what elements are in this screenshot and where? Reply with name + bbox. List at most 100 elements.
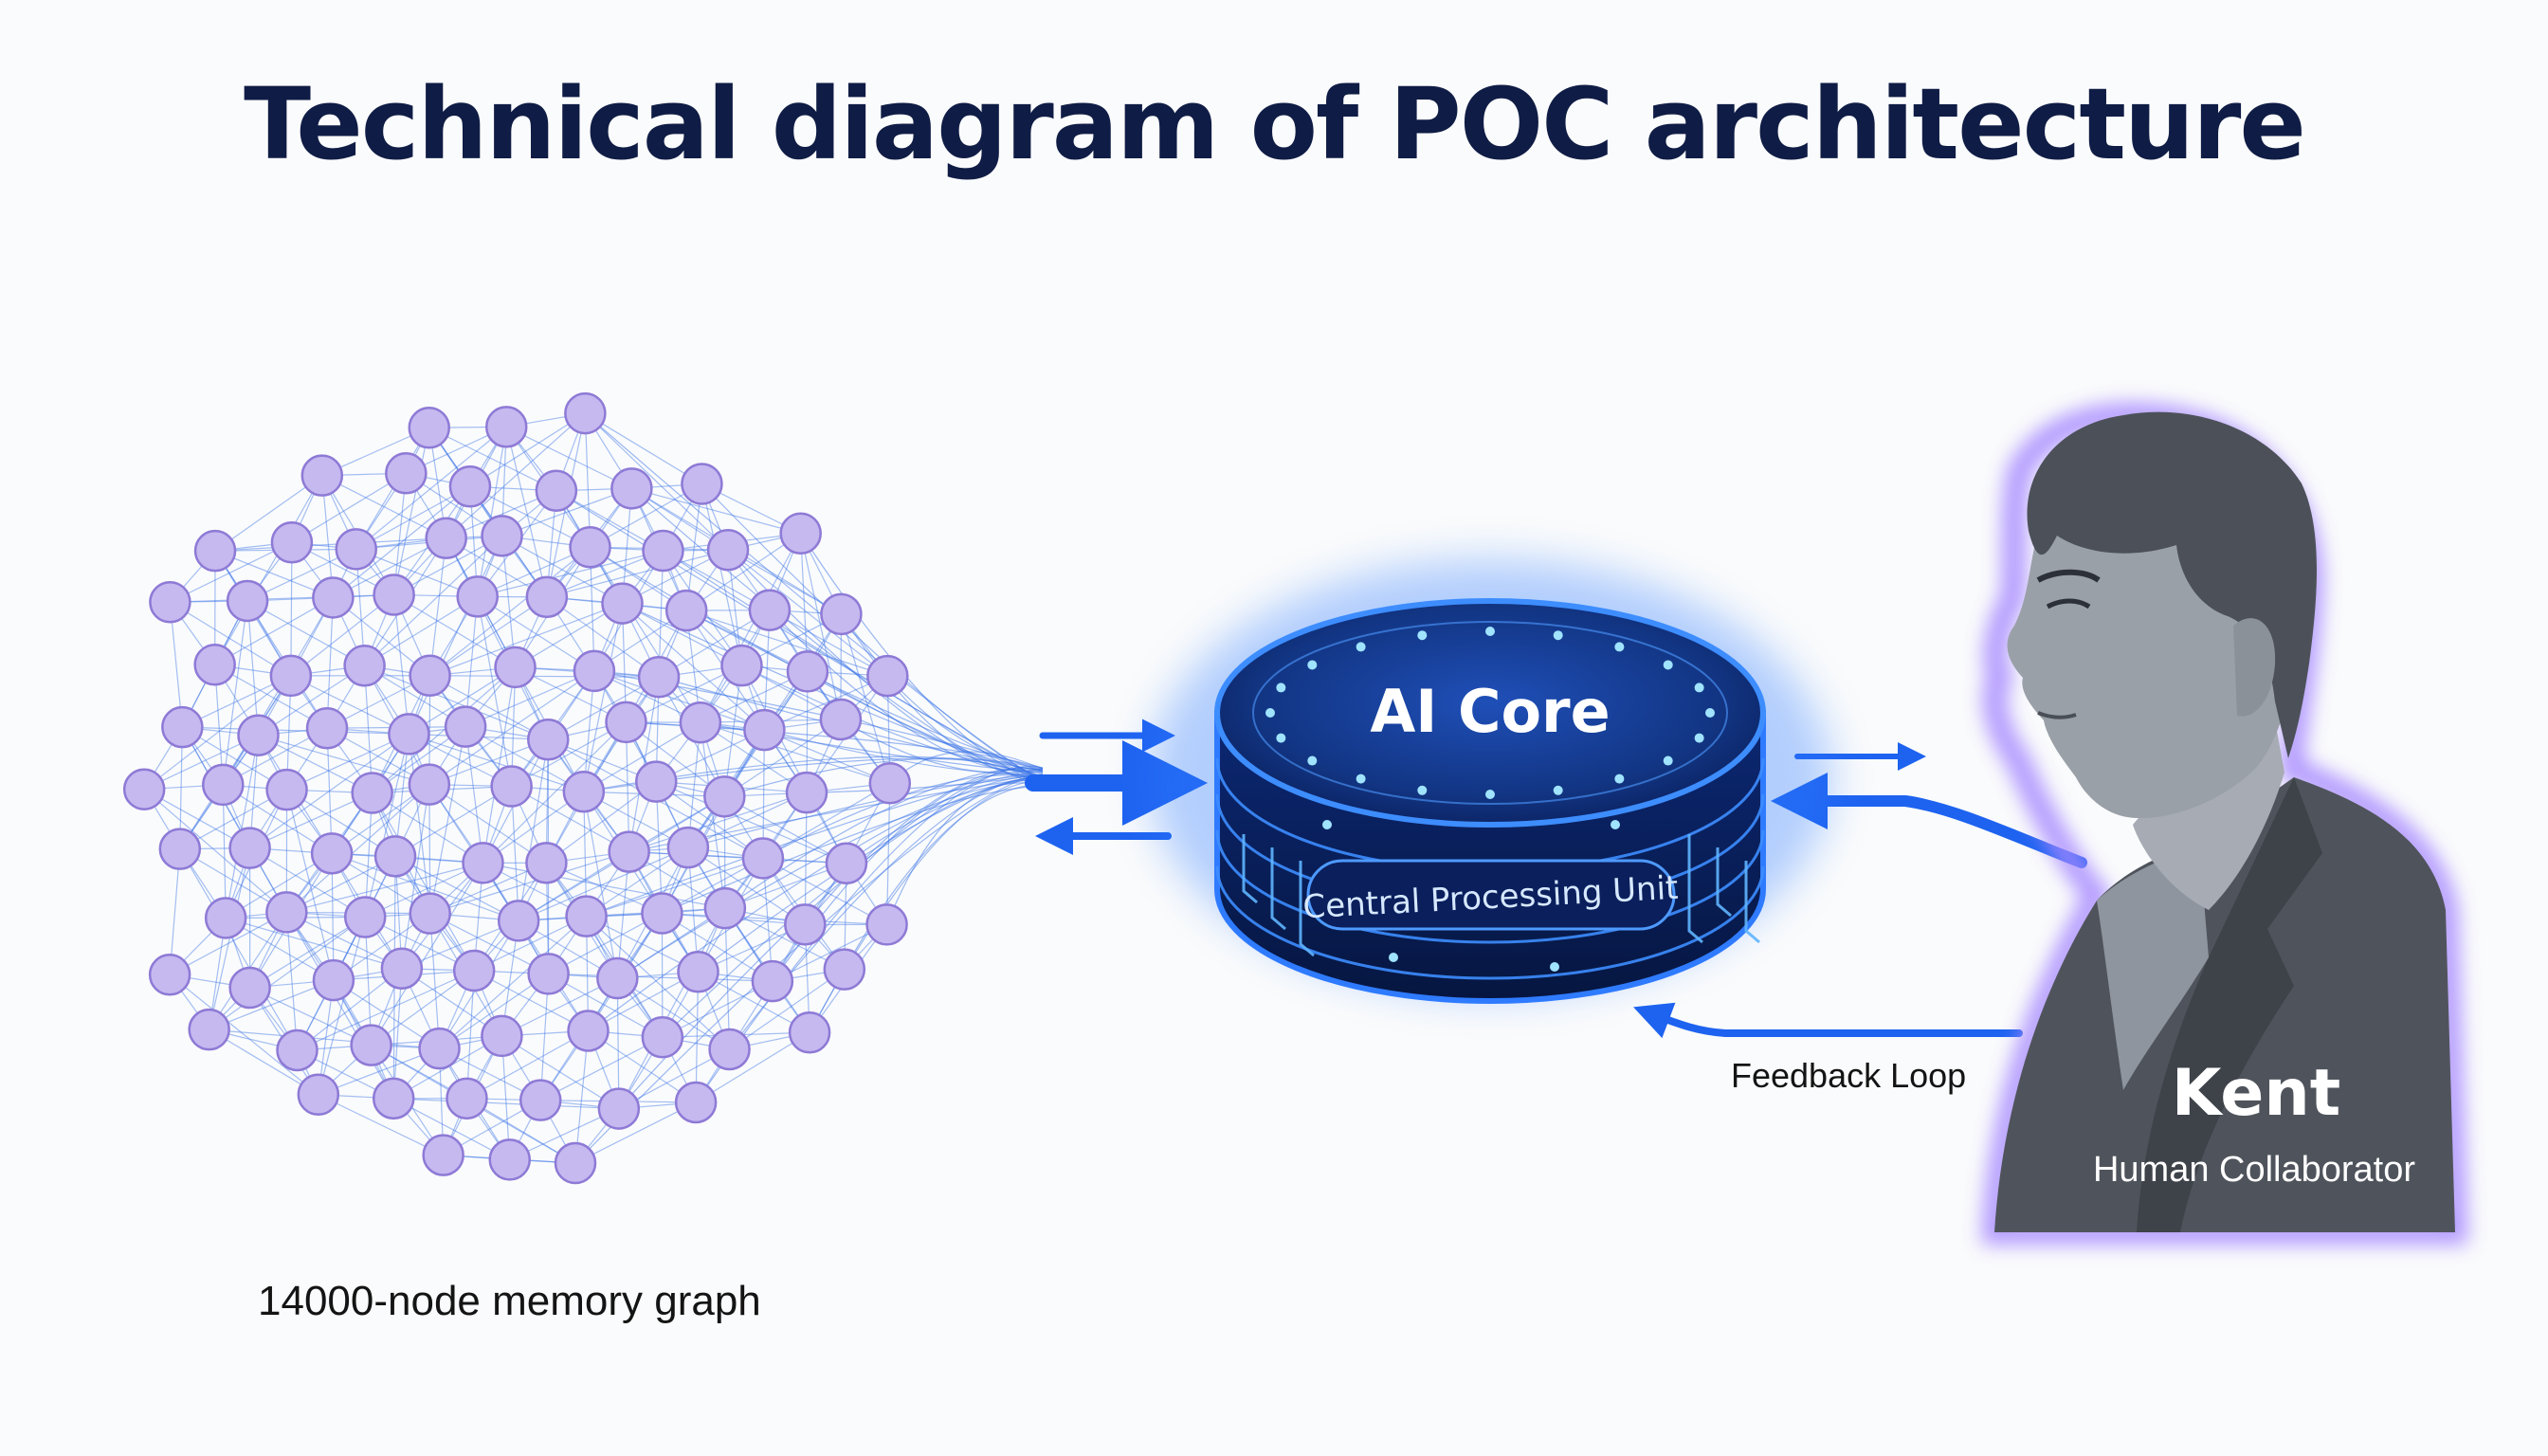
graph-node <box>312 958 355 1002</box>
graph-edge <box>169 974 319 1096</box>
graph-edge <box>393 428 430 595</box>
core-light <box>1485 790 1495 799</box>
graph-nodes <box>122 391 912 1185</box>
graph-edge <box>446 412 586 539</box>
graph-edge <box>285 784 430 913</box>
core-rim <box>1215 829 1765 944</box>
graph-edge <box>584 413 592 548</box>
graph-edge <box>285 790 335 981</box>
graph-fan-edge <box>695 767 1044 1103</box>
graph-edge <box>258 735 373 794</box>
core-light <box>1265 708 1275 718</box>
graph-fan-edge <box>840 613 1044 779</box>
person-eye <box>2046 598 2091 610</box>
graph-edge <box>477 596 513 787</box>
graph-edge <box>622 603 765 731</box>
graph-fan-edge <box>886 777 1044 925</box>
graph-edge <box>318 1094 444 1156</box>
graph-node <box>350 1024 392 1066</box>
graph-edge <box>590 482 702 548</box>
graph-edge <box>511 786 519 921</box>
graph-edge <box>473 970 589 1031</box>
graph-edge <box>143 789 287 913</box>
graph-edge <box>701 483 743 666</box>
graph-edge <box>482 666 517 864</box>
graph-edge <box>286 862 483 914</box>
graph-edge <box>593 670 765 731</box>
graph-edge <box>333 537 446 598</box>
core-light <box>1694 733 1704 743</box>
graph-edge <box>840 613 891 784</box>
graph-edge <box>364 535 502 666</box>
graph-edge <box>545 862 664 1038</box>
feedback-loop-arrow <box>1633 1002 2023 1039</box>
graph-node <box>300 454 344 497</box>
graph-edge <box>355 548 478 597</box>
graph-fan-edge <box>724 768 1044 909</box>
person-ear <box>2233 618 2276 717</box>
graph-edge <box>586 916 730 1050</box>
graph-node <box>193 529 237 573</box>
graph-edge <box>222 784 333 854</box>
graph-edge <box>464 596 479 727</box>
graph-edge <box>393 1098 619 1110</box>
graph-node <box>601 582 644 625</box>
graph-node <box>784 903 827 946</box>
graph-edge <box>297 968 403 1051</box>
graph-edge <box>588 1029 697 1103</box>
graph-edge <box>290 542 293 676</box>
graph-node <box>456 575 499 618</box>
graph-node <box>666 826 710 869</box>
graph-node <box>868 762 912 805</box>
graph-node <box>237 714 280 756</box>
graph-edge <box>429 596 548 677</box>
graph-node <box>525 842 568 884</box>
graph-node <box>343 644 386 687</box>
graph-node <box>149 581 191 624</box>
graph-edge <box>428 427 548 598</box>
graph-edge <box>214 596 334 665</box>
graph-edge <box>655 781 764 859</box>
graph-edge <box>469 412 586 487</box>
graph-edge <box>729 969 846 1050</box>
graph-node <box>720 644 763 687</box>
graph-node <box>748 589 792 631</box>
graph-edge <box>583 791 700 973</box>
graph-edge <box>214 550 328 729</box>
circuit-trace <box>1687 834 1703 944</box>
core-light <box>1322 820 1332 829</box>
graph-edge <box>548 973 664 1038</box>
core-light <box>1417 785 1428 795</box>
graph-edge <box>291 472 407 543</box>
graph-edge <box>439 916 588 1049</box>
graph-edge <box>628 677 660 852</box>
graph-edge <box>465 970 475 1099</box>
graph-edge <box>547 676 660 740</box>
graph-node <box>569 526 611 569</box>
graph-edge <box>429 675 549 740</box>
graph-node <box>825 842 868 884</box>
graph-edge <box>326 597 334 729</box>
graph-edge <box>286 733 410 791</box>
graph-edge <box>249 917 366 989</box>
graph-edge <box>687 792 808 848</box>
graph-edge <box>574 1030 590 1164</box>
graph-node <box>819 698 863 741</box>
graph-edge <box>429 726 466 914</box>
graph-node <box>567 1010 610 1052</box>
graph-edge <box>215 537 446 552</box>
graph-edge <box>249 792 373 849</box>
graph-edge <box>364 917 373 1046</box>
graph-edge <box>546 596 660 678</box>
graph-edge <box>285 912 394 1100</box>
graph-node <box>564 391 607 435</box>
person-kent: Kent Human Collaborator <box>1981 402 2468 1245</box>
graph-edge <box>321 475 446 539</box>
graph-edge <box>695 972 700 1102</box>
graph-node <box>497 900 540 942</box>
graph-node <box>385 452 428 495</box>
graph-edge <box>723 665 743 797</box>
graph-edge <box>297 970 475 1051</box>
graph-edge <box>318 917 366 1095</box>
graph-node <box>642 529 684 573</box>
